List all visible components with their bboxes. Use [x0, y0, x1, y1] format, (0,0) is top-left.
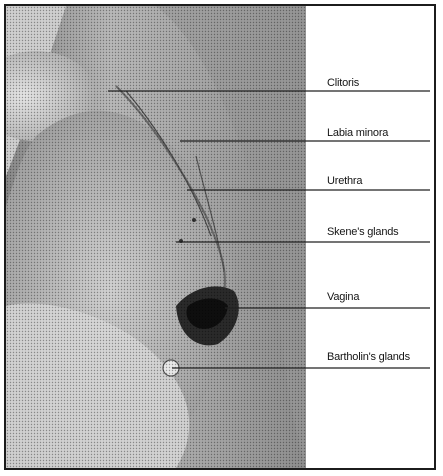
label-skenes-glands: Skene's glands [327, 226, 398, 238]
label-labia-minora: Labia minora [327, 127, 388, 139]
label-vagina: Vagina [327, 291, 359, 303]
label-bartholins-glands: Bartholin's glands [327, 351, 410, 363]
label-clitoris: Clitoris [327, 77, 359, 89]
label-urethra: Urethra [327, 175, 362, 187]
